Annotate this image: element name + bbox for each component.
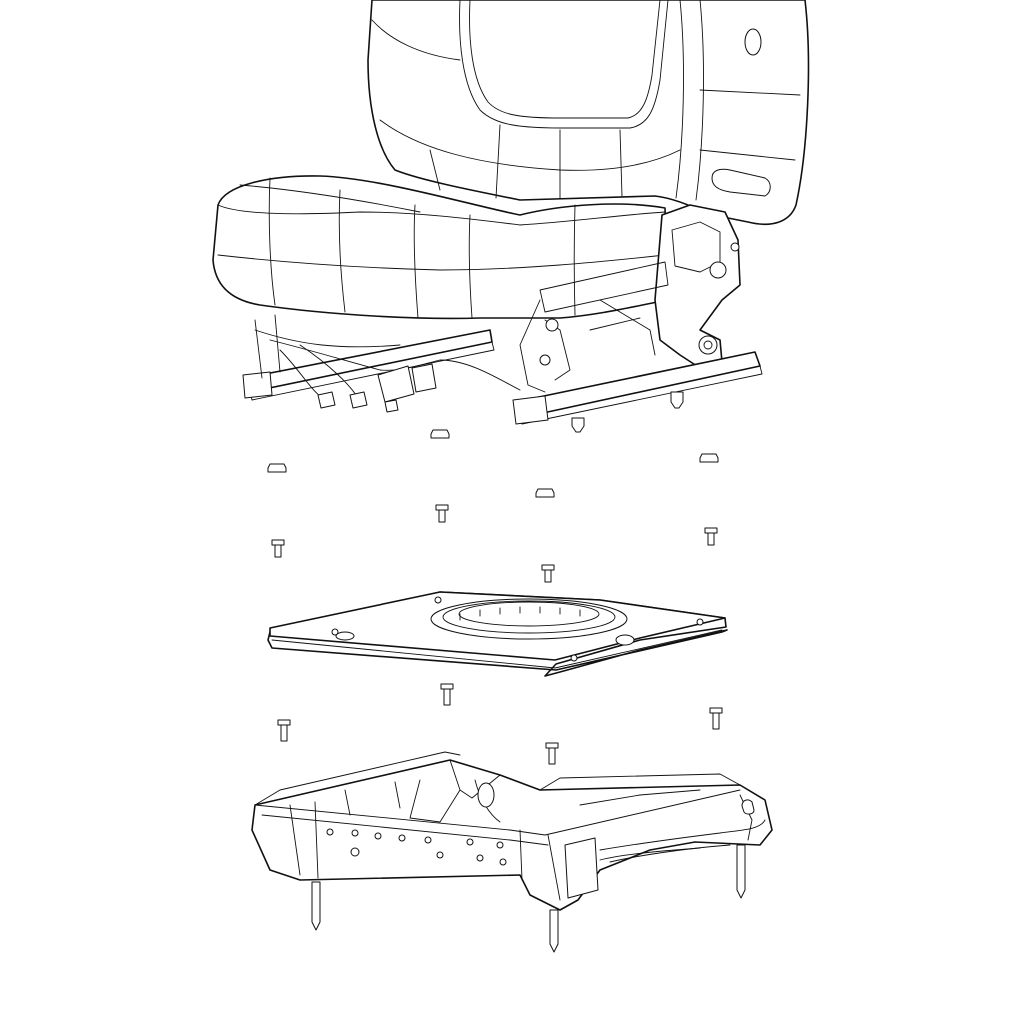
- nut-icon: [699, 453, 719, 463]
- bolt-icon: [709, 707, 723, 730]
- bolt-icon: [704, 527, 718, 546]
- bolt-icon: [545, 742, 559, 765]
- swivel-ring: [430, 598, 628, 640]
- nut-icon: [267, 463, 287, 473]
- seat-track-left: [244, 329, 493, 393]
- stud-icon: [736, 844, 746, 899]
- bolt-icon: [541, 564, 555, 583]
- hex-nuts: [267, 429, 719, 498]
- seat-track-right: [514, 351, 761, 419]
- swivel-plate: [267, 591, 728, 677]
- stud-icon: [571, 417, 585, 433]
- lower-bolts: [277, 683, 723, 765]
- seat-cushion: [212, 175, 669, 320]
- stud-icon: [549, 909, 559, 953]
- bolt-icon: [440, 683, 454, 706]
- nut-icon: [430, 429, 450, 439]
- recline-handle: [711, 168, 771, 197]
- seat-back: [367, 0, 810, 226]
- upper-bolts: [271, 504, 718, 583]
- headrest-guide-icon: [744, 28, 762, 56]
- connector: [411, 363, 437, 393]
- connector: [377, 365, 415, 403]
- bolt-icon: [435, 504, 449, 523]
- stud-icon: [311, 881, 321, 931]
- seat-riser: [251, 751, 773, 953]
- recliner-mechanism: [654, 204, 741, 369]
- bolt-icon: [277, 719, 291, 742]
- nut-icon: [535, 488, 555, 498]
- seat-assembly: [212, 0, 810, 433]
- stud-icon: [670, 391, 684, 409]
- bolt-icon: [271, 539, 285, 558]
